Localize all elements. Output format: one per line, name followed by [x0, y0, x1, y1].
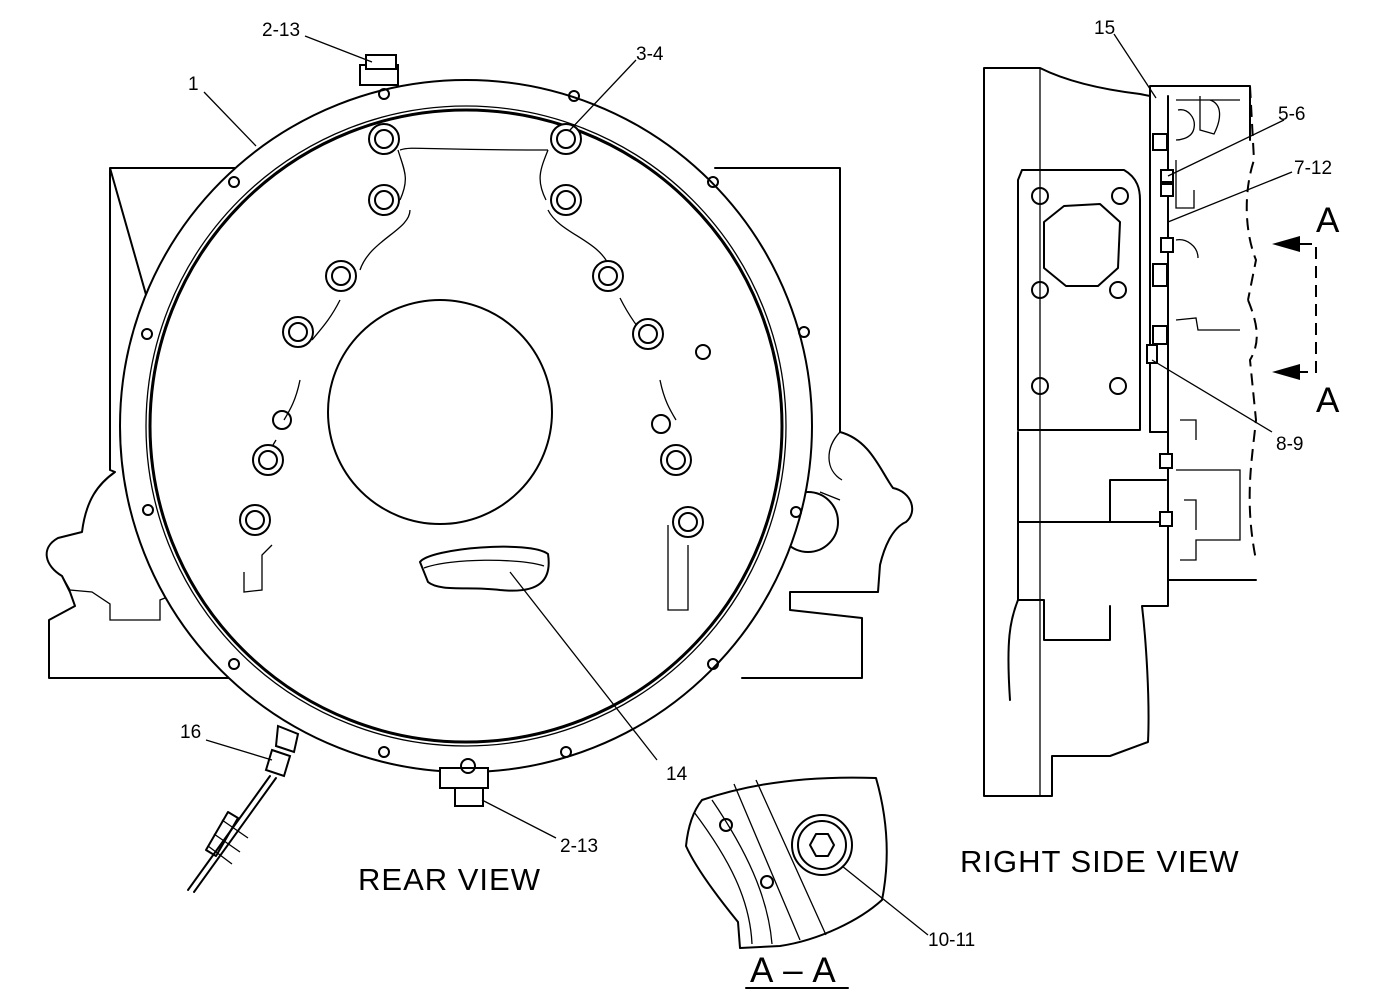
callout-labels: 2-13 1 3-4 16 14 2-13 15 5-6 7-12 8-9 10…	[180, 18, 1332, 951]
section-arrows	[1272, 236, 1317, 380]
callout-2-13-top: 2-13	[262, 20, 300, 41]
rear-leaders	[203, 35, 658, 839]
side-leaders	[1113, 33, 1293, 433]
callout-3-4: 3-4	[636, 44, 664, 65]
side-housing-outline	[983, 67, 1169, 797]
right-side-view	[983, 33, 1317, 797]
callout-1: 1	[188, 74, 199, 95]
bottom-bolt-head	[454, 787, 484, 807]
section-detail	[685, 776, 929, 989]
callout-8-9: 8-9	[1276, 434, 1303, 455]
section-view-title: A – A	[750, 951, 837, 990]
right-side-view-title: RIGHT SIDE VIEW	[960, 844, 1240, 879]
plug-outer	[791, 814, 853, 876]
rear-view	[45, 35, 914, 893]
callout-15: 15	[1094, 18, 1115, 39]
callout-14: 14	[666, 764, 688, 785]
sensor-assembly	[187, 724, 300, 893]
callout-7-12: 7-12	[1294, 158, 1332, 179]
callout-16: 16	[180, 722, 201, 743]
section-marker-top: A	[1316, 201, 1340, 240]
callout-2-13-bottom: 2-13	[560, 836, 598, 857]
top-bolt-head	[365, 54, 397, 70]
central-bore	[327, 299, 553, 525]
rear-view-title: REAR VIEW	[358, 862, 541, 897]
callout-5-6: 5-6	[1278, 104, 1305, 125]
housing-bolts	[239, 123, 704, 538]
flange-holes	[141, 88, 810, 758]
side-bolts	[1146, 133, 1174, 527]
section-marker-bottom: A	[1316, 381, 1340, 420]
callout-10-11: 10-11	[928, 930, 975, 951]
